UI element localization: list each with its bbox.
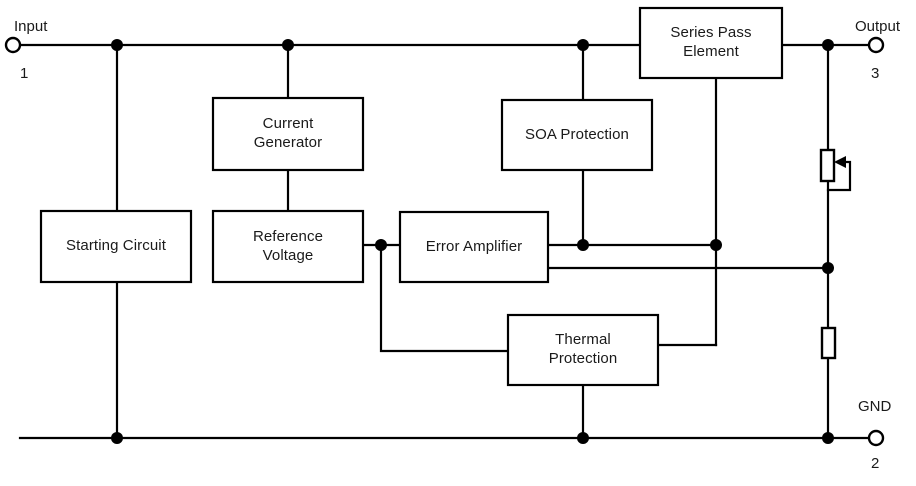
junction-ref-out: [375, 239, 387, 251]
junction-gnd-start: [111, 432, 123, 444]
terminal-label-input: Input: [14, 18, 48, 35]
junction-gnd-right: [822, 432, 834, 444]
feedback-potentiometer-body: [819, 148, 836, 183]
junction-gnd-thermal: [577, 432, 589, 444]
wire-reference-to-thermal: [379, 243, 510, 353]
pin-number-gnd: 2: [871, 455, 880, 472]
junction-output-node: [822, 39, 834, 51]
junction-wiper-node: [822, 262, 834, 274]
terminal-input: [4, 36, 22, 54]
block-starting-circuit: [39, 209, 193, 284]
terminal-label-output: Output: [855, 18, 901, 35]
junction-input-start: [111, 39, 123, 51]
junction-input-current: [282, 39, 294, 51]
junction-pass-feedback: [710, 239, 722, 251]
block-reference-voltage: [211, 209, 365, 284]
block-soa-protection: [500, 98, 654, 172]
junction-soa-feedback: [577, 239, 589, 251]
potentiometer-wiper-arrow: [834, 156, 846, 168]
block-current-generator: [211, 96, 365, 172]
terminal-gnd: [867, 429, 885, 447]
block-error-amplifier: [398, 210, 550, 284]
terminal-label-gnd: GND: [858, 398, 892, 415]
wire-pot-wiper: [826, 160, 852, 192]
junction-input-soa: [577, 39, 589, 51]
pin-number-input: 1: [20, 65, 29, 82]
block-series-pass-element: [638, 6, 784, 80]
pin-number-output: 3: [871, 65, 880, 82]
block-thermal-protection: [506, 313, 660, 387]
terminal-output: [867, 36, 885, 54]
feedback-resistor-body: [820, 326, 837, 360]
